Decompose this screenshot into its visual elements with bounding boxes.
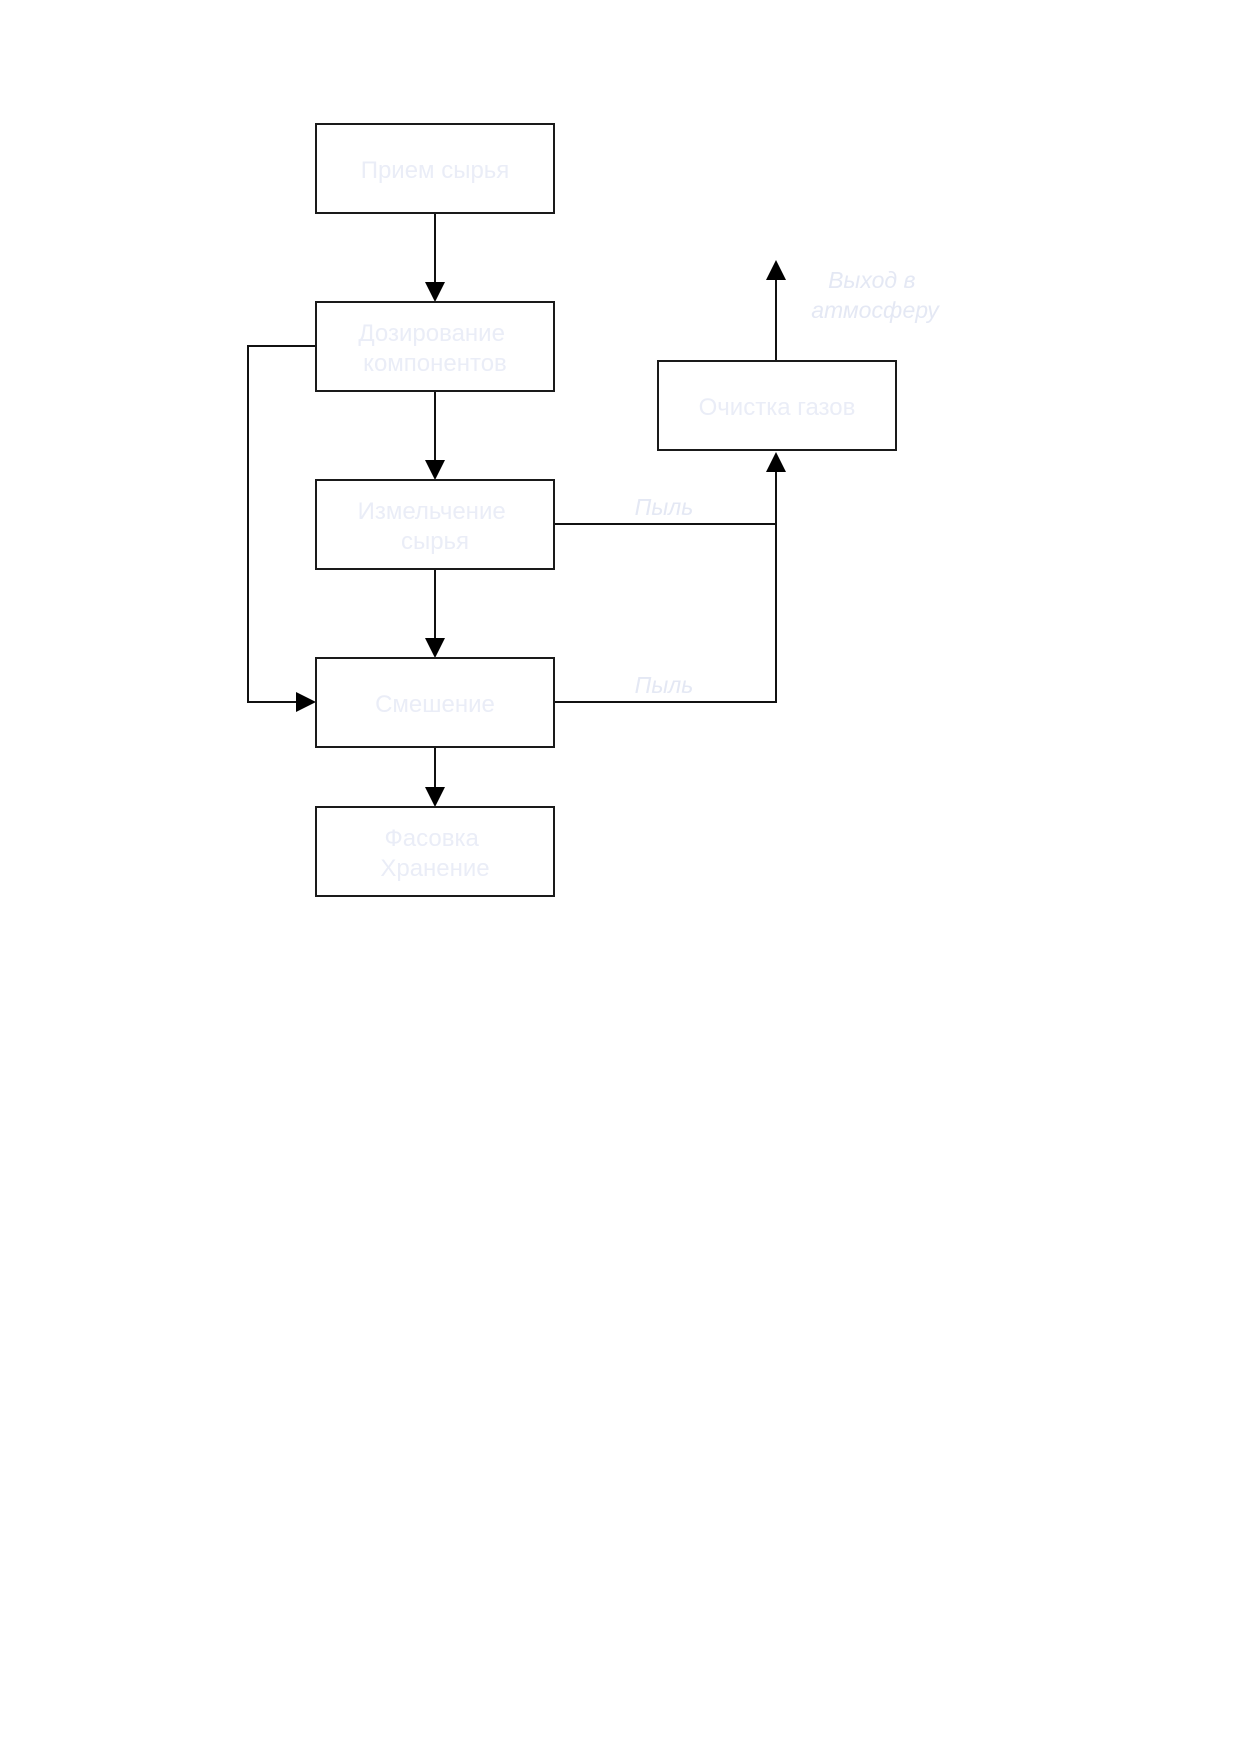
edge-dosing-bypass-to-mixing	[247, 345, 316, 703]
arrowhead-to-grinding	[425, 460, 445, 480]
box-mixing-label: Смешение	[375, 691, 495, 718]
box-packing-line-2: Хранение	[380, 855, 489, 882]
box-intake-line-1: Прием сырья	[361, 157, 510, 184]
label-exhaust-line-2: атмосферу	[811, 297, 940, 323]
box-grinding-label: Измельчение сырья	[358, 498, 513, 555]
box-mixing-line-1: Смешение	[375, 691, 495, 718]
label-exhaust: Выход в атмосферу	[811, 267, 940, 323]
box-grinding: Измельчение сырья	[315, 479, 555, 570]
box-dosing-line-1: Дозирование	[358, 320, 505, 347]
arrowhead-to-mixing	[425, 638, 445, 658]
box-gas-cleaning-label: Очистка газов	[699, 394, 856, 421]
box-packing-label: Фасовка Хранение	[380, 825, 489, 882]
box-intake: Прием сырья	[315, 123, 555, 214]
box-packing: Фасовка Хранение	[315, 806, 555, 897]
box-dosing-line-2: компонентов	[363, 350, 507, 377]
label-dust-grinding: Пыль	[635, 494, 694, 520]
box-grinding-line-2: сырья	[401, 528, 469, 555]
label-exhaust-line-1: Выход в	[828, 267, 915, 293]
arrowhead-bypass-to-mixing	[296, 692, 316, 712]
box-mixing: Смешение	[315, 657, 555, 748]
arrowhead-to-gas-cleaning	[766, 452, 786, 472]
arrowhead-to-dosing	[425, 282, 445, 302]
box-gas-cleaning-line-1: Очистка газов	[699, 394, 856, 421]
edge-mixing-dust	[554, 472, 777, 703]
arrowhead-to-packing	[425, 787, 445, 807]
box-dosing: Дозирование компонентов	[315, 301, 555, 392]
box-dosing-label: Дозирование компонентов	[358, 320, 511, 377]
arrowhead-exhaust	[766, 260, 786, 280]
box-intake-label: Прием сырья	[361, 157, 510, 184]
box-grinding-line-1: Измельчение	[358, 498, 506, 525]
box-gas-cleaning: Очистка газов	[657, 360, 897, 451]
box-packing-line-1: Фасовка	[384, 825, 479, 852]
label-dust-mixing: Пыль	[635, 672, 694, 698]
